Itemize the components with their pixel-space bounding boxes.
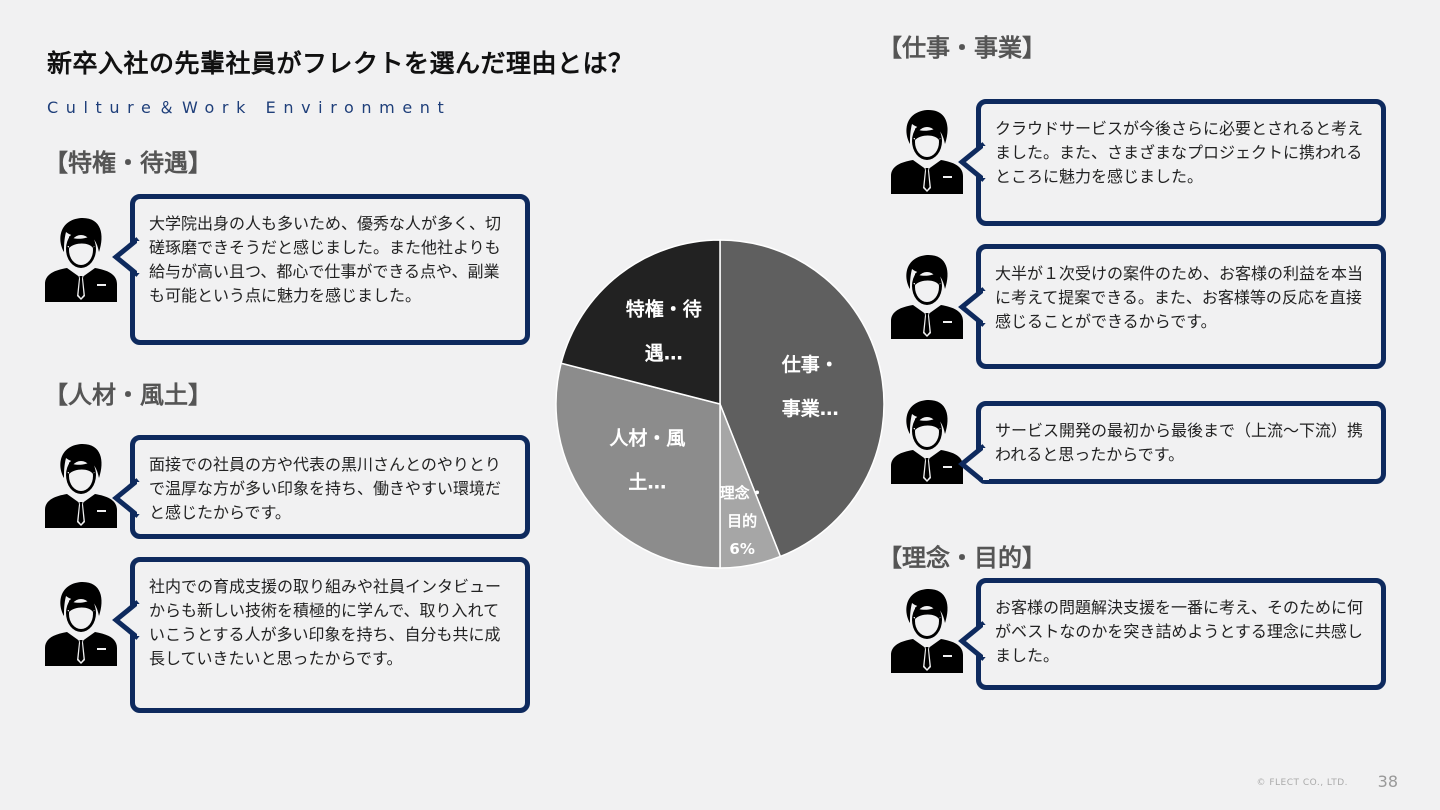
comment-text: 大半が１次受けの案件のため、お客様の利益を本当に考えて提案できる。また、お客様等… <box>995 264 1364 331</box>
person-icon <box>889 583 965 673</box>
comment-bubble: サービス開発の最初から最後まで（上流〜下流）携われると思ったからです。 <box>958 401 1386 484</box>
heading-people: 【人材・風土】 <box>44 381 212 409</box>
pie-slice <box>560 239 721 405</box>
person-icon <box>43 212 119 302</box>
pie-slice-label: 遇… <box>645 342 683 364</box>
heading-perks: 【特権・待遇】 <box>44 149 212 177</box>
comment-bubble: 社内での育成支援の取り組みや社員インタビューからも新しい技術を積極的に学んで、取… <box>112 557 530 713</box>
pie-slice-label: 理念・ <box>720 484 765 502</box>
pie-slice <box>555 362 721 569</box>
comment-bubble: お客様の問題解決支援を一番に考え、そのために何がベストなのかを突き詰めようとする… <box>958 578 1386 690</box>
comment-text: 社内での育成支援の取り組みや社員インタビューからも新しい技術を積極的に学んで、取… <box>149 577 502 668</box>
pie-slice-label: 特権・待 <box>626 297 702 320</box>
person-icon <box>889 394 965 484</box>
person-icon <box>889 249 965 339</box>
comment-text: サービス開発の最初から最後まで（上流〜下流）携われると思ったからです。 <box>995 421 1364 464</box>
comment-text: 面接での社員の方や代表の黒川さんとのやりとりで温厚な方が多い印象を持ち、働きやす… <box>149 455 502 522</box>
comment-text: クラウドサービスが今後さらに必要とされると考えました。また、さまざまなプロジェク… <box>995 119 1364 186</box>
pie-slice-label: 土… <box>628 471 666 493</box>
comment-text: 大学院出身の人も多いため、優秀な人が多く、切磋琢磨できそうだと感じました。また他… <box>149 214 502 305</box>
comment-bubble: 大半が１次受けの案件のため、お客様の利益を本当に考えて提案できる。また、お客様等… <box>958 244 1386 369</box>
reasons-pie-chart: 仕事・事業… 理念・目的 6% 人材・風土… 特権・待遇… <box>555 239 885 569</box>
person-icon <box>889 104 965 194</box>
page-number: 38 <box>1377 772 1398 791</box>
page-title: 新卒入社の先輩社員がフレクトを選んだ理由とは？ <box>47 49 634 78</box>
pie-slice-label: 人材・風 <box>609 426 685 449</box>
pie-slice-label: 目的 <box>727 512 757 530</box>
comment-bubble: クラウドサービスが今後さらに必要とされると考えました。また、さまざまなプロジェク… <box>958 99 1386 226</box>
pie-slice <box>719 239 885 558</box>
heading-philosophy: 【理念・目的】 <box>878 544 1046 572</box>
page-subtitle: Culture＆Work Environment <box>47 98 452 117</box>
comment-text: お客様の問題解決支援を一番に考え、そのために何がベストなのかを突き詰めようとする… <box>995 598 1364 665</box>
pie-slice-label: 事業… <box>782 397 839 420</box>
person-icon <box>43 438 119 528</box>
pie-slice-label: 仕事・ <box>781 353 839 376</box>
copyright: © FLECT CO., LTD. <box>1256 778 1348 788</box>
heading-work: 【仕事・事業】 <box>878 34 1046 62</box>
comment-bubble: 面接での社員の方や代表の黒川さんとのやりとりで温厚な方が多い印象を持ち、働きやす… <box>112 435 530 539</box>
comment-bubble: 大学院出身の人も多いため、優秀な人が多く、切磋琢磨できそうだと感じました。また他… <box>112 194 530 345</box>
pie-slice-label: 6% <box>729 540 754 558</box>
person-icon <box>43 576 119 666</box>
